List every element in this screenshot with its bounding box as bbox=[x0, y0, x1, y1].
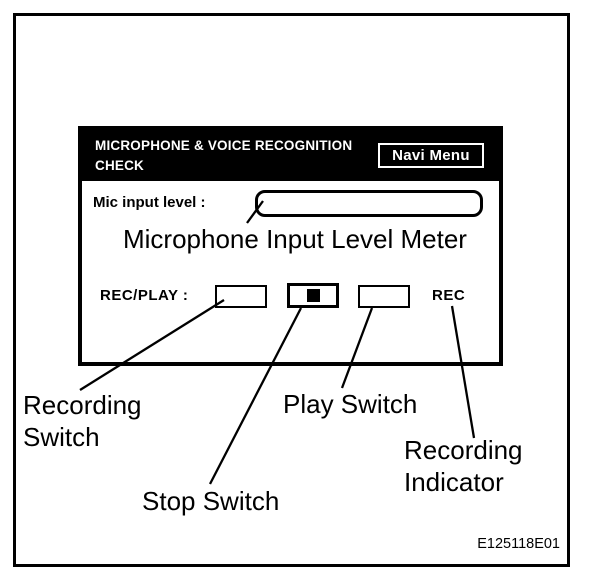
recording-indicator-text: REC bbox=[432, 287, 466, 304]
panel-header: MICROPHONE & VOICE RECOGNITION CHECK Nav… bbox=[82, 130, 499, 181]
play-switch-button[interactable] bbox=[358, 285, 410, 308]
recording-indicator-label: Recording Indicator bbox=[404, 435, 523, 497]
recording-switch-label: Recording Switch bbox=[23, 390, 142, 452]
mic-input-level-label: Mic input level : bbox=[93, 194, 206, 211]
mic-input-level-meter bbox=[255, 190, 483, 217]
mic-voice-check-panel: MICROPHONE & VOICE RECOGNITION CHECK Nav… bbox=[78, 126, 503, 366]
panel-body: Mic input level : Microphone Input Level… bbox=[82, 181, 499, 362]
navi-menu-button[interactable]: Navi Menu bbox=[378, 143, 484, 168]
play-switch-label: Play Switch bbox=[283, 389, 418, 419]
stop-switch-label: Stop Switch bbox=[142, 486, 280, 516]
recording-switch-button[interactable] bbox=[215, 285, 267, 308]
meter-caption-label: Microphone Input Level Meter bbox=[123, 224, 467, 254]
panel-title: MICROPHONE & VOICE RECOGNITION CHECK bbox=[95, 137, 353, 173]
rec-play-label: REC/PLAY : bbox=[100, 287, 189, 304]
stop-switch-button[interactable] bbox=[287, 283, 339, 308]
stop-icon bbox=[306, 289, 320, 302]
figure-code: E125118E01 bbox=[477, 536, 560, 552]
